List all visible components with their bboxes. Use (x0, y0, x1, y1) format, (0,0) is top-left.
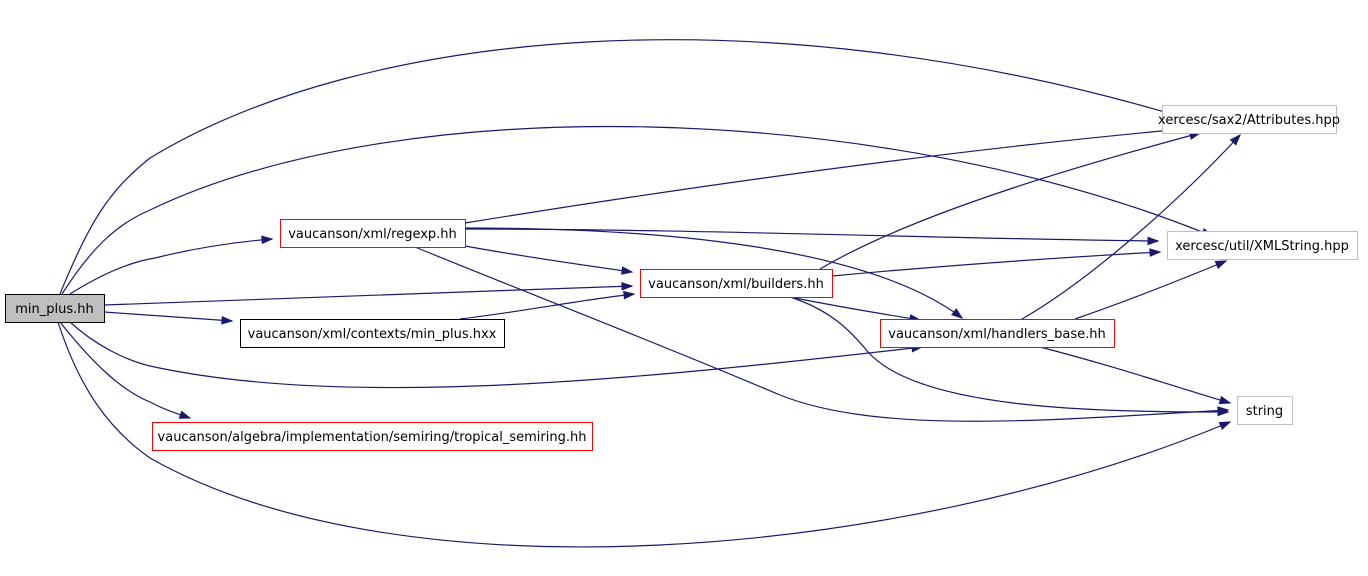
edge-line (459, 293, 635, 320)
node-label: min_plus.hh (15, 302, 94, 317)
edge-min-plus-hh-to-builders-hh (103, 282, 634, 306)
node-label: xercesc/sax2/Attributes.hpp (1158, 113, 1340, 128)
edge-arrowhead (623, 290, 636, 300)
edge-min-plus-hh-to-regexp-hh (69, 235, 274, 295)
edge-arrowhead (621, 266, 634, 275)
edge-arrowhead (1217, 407, 1230, 417)
edge-builders-hh-to-attributes-hpp (819, 131, 1202, 270)
node-xmlstring-hpp: xercesc/util/XMLString.hpp (1167, 231, 1358, 260)
edge-line (61, 125, 1213, 295)
edge-line (414, 246, 1229, 422)
edge-line (1039, 346, 1231, 404)
edge-min-plus-hh-to-min-plus-hxx (103, 311, 234, 325)
node-box (240, 319, 505, 348)
node-min-plus-hh[interactable]: min_plus.hh (5, 294, 105, 323)
edge-line (789, 296, 921, 321)
node-string: string (1237, 396, 1293, 425)
edge-min-plus-hh-to-string (57, 321, 1232, 548)
edge-line (69, 238, 273, 295)
node-attributes-hpp: xercesc/sax2/Attributes.hpp (1158, 105, 1340, 134)
edge-arrowhead (1218, 421, 1232, 431)
edge-arrowhead (221, 315, 234, 325)
edge-arrowhead (1229, 133, 1242, 146)
node-label: vaucanson/xml/builders.hh (648, 277, 824, 292)
edge-line (69, 321, 923, 389)
edge-line (464, 245, 633, 273)
nodes-layer: min_plus.hh vaucanson/xml/regexp.hh vaucan… (5, 105, 1358, 451)
node-label: string (1246, 404, 1283, 419)
edge-handlers-base-hh-to-attributes-hpp (1021, 133, 1242, 320)
node-builders-hh[interactable]: vaucanson/xml/builders.hh (640, 269, 833, 298)
edge-line (1074, 260, 1227, 320)
edge-min-plus-hh-to-attributes-hpp (59, 39, 1187, 295)
node-box (640, 269, 833, 298)
edge-min-plus-hh-to-tropical-semiring-hh (59, 321, 192, 419)
node-box (1162, 105, 1337, 134)
edge-regexp-hh-to-handlers-base-hh (464, 227, 964, 319)
node-handlers-base-hh[interactable]: vaucanson/xml/handlers_base.hh (880, 319, 1115, 348)
edge-arrowhead (1214, 260, 1228, 269)
edge-line (789, 296, 1229, 413)
edge-arrowhead (951, 308, 964, 319)
edge-min-plus-hh-to-xmlstring-hpp (61, 125, 1214, 295)
edge-arrowhead (1149, 248, 1162, 257)
edge-arrowhead (1147, 236, 1160, 246)
node-label: vaucanson/xml/handlers_base.hh (888, 327, 1105, 342)
edge-regexp-hh-to-builders-hh (464, 245, 634, 275)
edge-line (103, 285, 633, 306)
edge-line (831, 251, 1161, 277)
edge-line (57, 321, 1231, 548)
edge-arrowhead (621, 282, 634, 291)
node-tropical-semiring-hh[interactable]: vaucanson/algebra/implementation/semirin… (152, 422, 593, 451)
edges-layer (57, 39, 1242, 548)
node-label: vaucanson/algebra/implementation/semirin… (158, 430, 587, 445)
edge-line (464, 228, 1159, 242)
node-regexp-hh[interactable]: vaucanson/xml/regexp.hh (280, 219, 466, 248)
node-box (880, 319, 1115, 348)
edge-arrowhead (261, 235, 274, 245)
node-box (152, 422, 593, 451)
edge-builders-hh-to-string (789, 296, 1230, 417)
edge-handlers-base-hh-to-string (1039, 346, 1232, 405)
node-box (5, 294, 105, 323)
node-label: vaucanson/xml/contexts/min_plus.hxx (248, 327, 497, 342)
edge-arrowhead (1218, 395, 1232, 405)
edge-line (464, 127, 1195, 224)
node-label: xercesc/util/XMLString.hpp (1175, 239, 1349, 254)
edge-arrowhead (178, 410, 192, 419)
edge-builders-hh-to-handlers-base-hh (789, 296, 922, 323)
edge-regexp-hh-to-xmlstring-hpp (464, 228, 1160, 246)
edge-handlers-base-hh-to-xmlstring-hpp (1074, 260, 1228, 320)
edge-line (59, 39, 1186, 295)
edge-line (59, 321, 191, 419)
node-box (1167, 231, 1358, 260)
edge-line (464, 227, 963, 319)
edge-min-plus-hxx-to-builders-hh (459, 290, 636, 320)
edge-line (103, 311, 233, 322)
edge-line (819, 132, 1201, 270)
node-box (1237, 396, 1293, 425)
edge-line (1021, 134, 1241, 320)
edge-builders-hh-to-xmlstring-hpp (831, 248, 1162, 277)
node-min-plus-hxx[interactable]: vaucanson/xml/contexts/min_plus.hxx (240, 319, 505, 348)
node-box (280, 219, 466, 248)
node-label: vaucanson/xml/regexp.hh (288, 227, 457, 242)
